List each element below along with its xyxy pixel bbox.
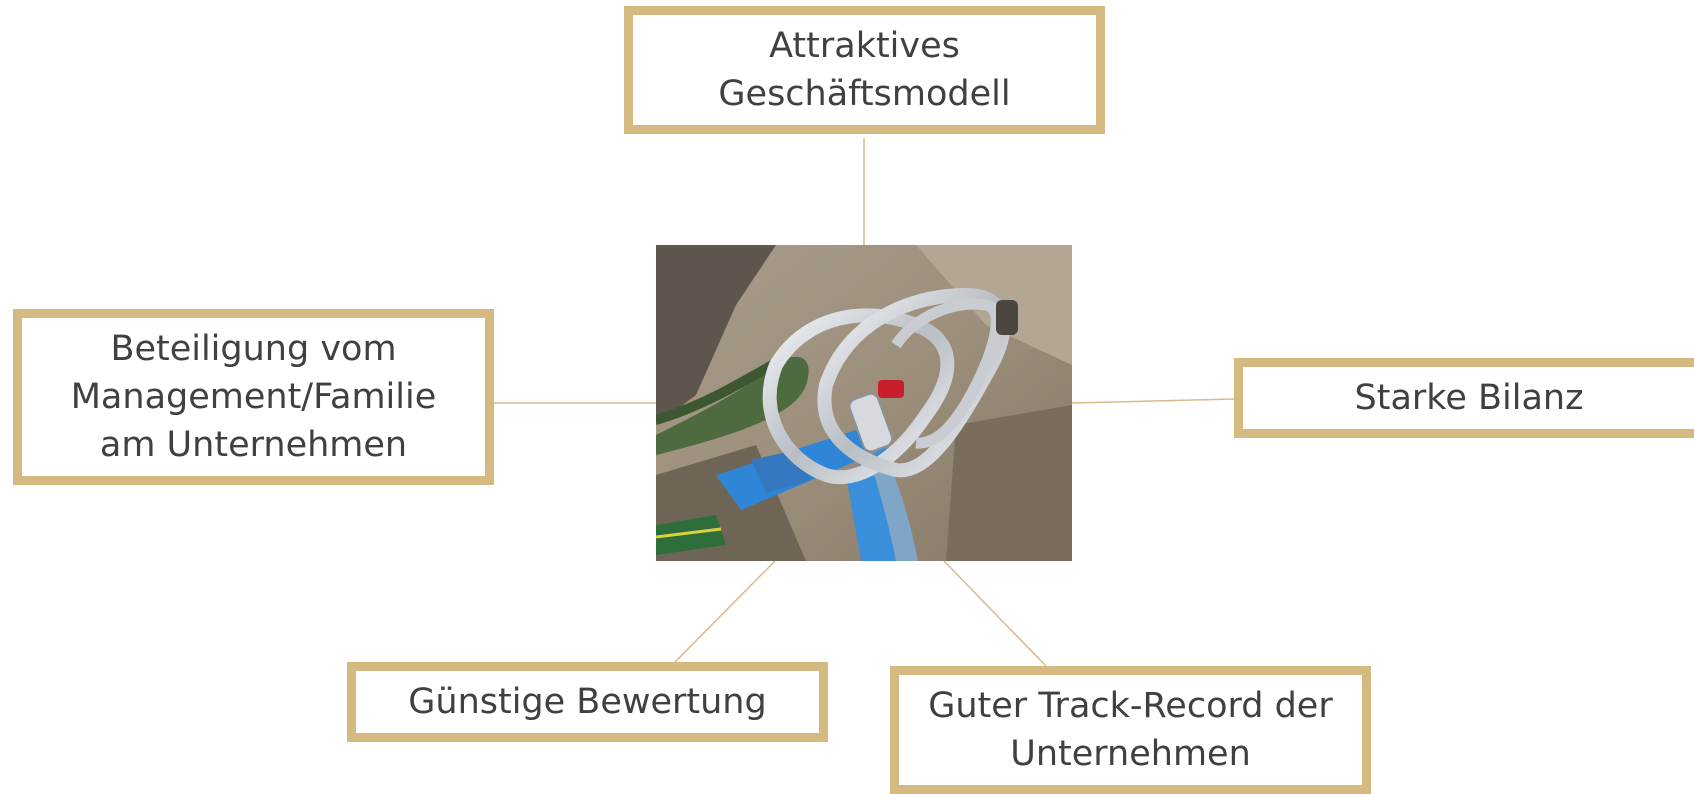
node-label-line: Attraktives (769, 26, 960, 66)
node-label-line: am Unternehmen (99, 425, 408, 465)
node-label-line: Guter Track-Record der (928, 686, 1333, 726)
node-label: Günstige Bewertung (408, 678, 766, 726)
node-label-line: Starke Bilanz (1354, 378, 1584, 418)
node-label-line: Unternehmen (1010, 734, 1251, 774)
node-guenstige-bewertung: Günstige Bewertung (347, 662, 828, 742)
red-gate-lock (878, 380, 904, 398)
bolt-hanger (996, 300, 1018, 335)
node-label: Guter Track-Record der Unternehmen (928, 682, 1332, 778)
connector-right (1071, 398, 1235, 404)
node-beteiligung-management: Beteiligung vom Management/Familie am Un… (13, 309, 494, 485)
carabiner-1 (762, 308, 955, 485)
node-starke-bilanz: Starke Bilanz (1234, 358, 1694, 438)
node-label-line: Beteiligung vom (110, 329, 397, 369)
climbing-carabiners-photo (656, 245, 1072, 561)
node-attraktives-geschaeftsmodell: Attraktives Geschäftsmodell (624, 6, 1105, 134)
node-label: Beteiligung vom Management/Familie am Un… (71, 325, 437, 469)
node-label-line: Management/Familie (70, 377, 437, 417)
connector-bottom-right (943, 560, 1047, 667)
node-label: Starke Bilanz (1355, 374, 1584, 422)
node-guter-track-record: Guter Track-Record der Unternehmen (890, 666, 1371, 794)
dark-rock-shadow (656, 245, 776, 425)
node-label: Attraktives Geschäftsmodell (718, 22, 1010, 118)
node-label-line: Günstige Bewertung (408, 682, 767, 722)
node-label-line: Geschäftsmodell (718, 74, 1011, 114)
connector-bottom-left (674, 560, 776, 663)
